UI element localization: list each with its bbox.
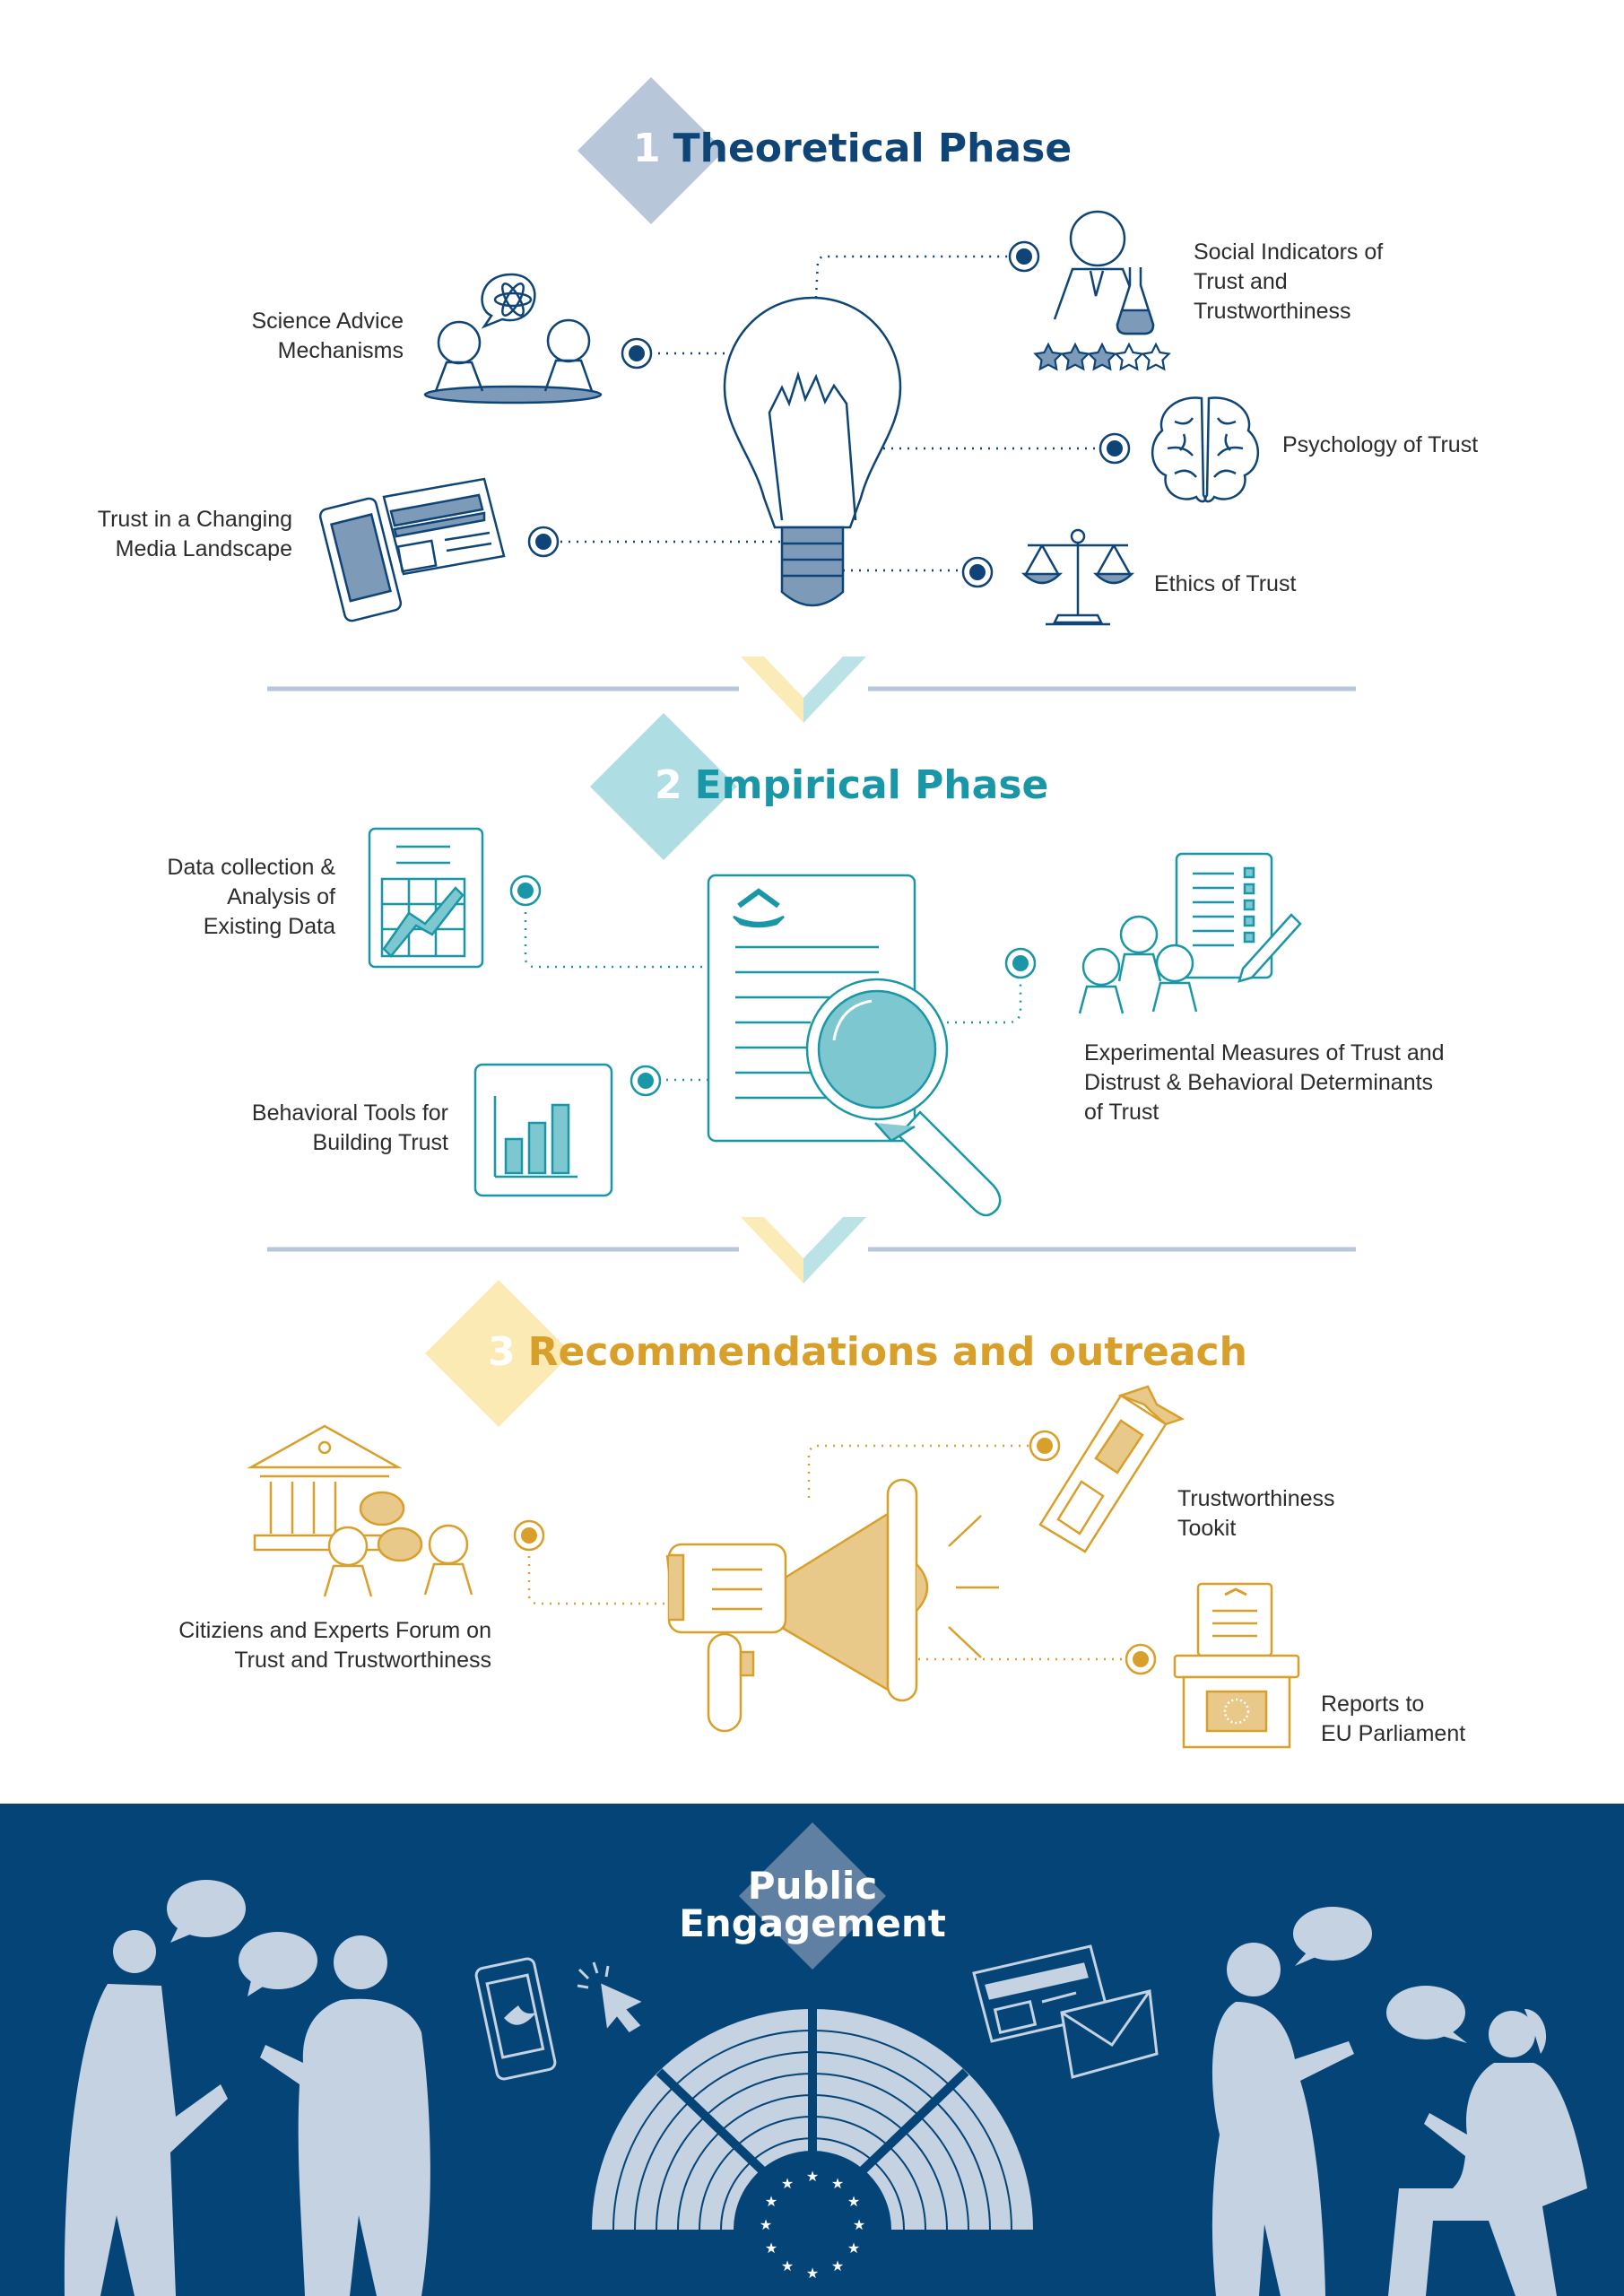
toolkit-icon: [1038, 1385, 1185, 1553]
phase-3-number: 3: [488, 1329, 516, 1375]
megaphone-icon: [665, 1478, 999, 1733]
scientist-rating-icon: [1053, 210, 1155, 335]
svg-text:★: ★: [853, 2216, 865, 2233]
svg-text:★: ★: [847, 2239, 860, 2257]
svg-text:★: ★: [806, 2265, 819, 2282]
public-engagement-title: Public Engagement: [679, 1864, 946, 1945]
lightbulb-icon: [723, 296, 902, 607]
cursor-click-icon: [577, 1961, 642, 2032]
phase-1-item-social-indicators: Social Indicators of Trust and Trustwort…: [1194, 239, 1384, 324]
brain-icon: [1151, 396, 1260, 503]
phase-3-graphics: [247, 1279, 1300, 1749]
phase-1-number: 1: [633, 126, 661, 171]
phone-twitter-icon: [474, 1957, 557, 2081]
phase-3-title-text: Recommendations and outreach: [527, 1329, 1247, 1375]
svg-text:★: ★: [781, 2257, 794, 2274]
ballot-box-icon: [1173, 1582, 1300, 1749]
discussion-icon: [423, 273, 603, 404]
phase-2-connector-dots: [509, 874, 1037, 1097]
phase-2-diamond: [589, 712, 738, 861]
phase-2-number: 2: [655, 762, 682, 808]
phase-1-connector-dots: [527, 240, 1131, 588]
phase-3-item-forum: Citiziens and Experts Forum on Trust and…: [178, 1618, 491, 1673]
document-magnifier-icon: [707, 874, 1002, 1217]
phase-3-connector-dots: [513, 1430, 1157, 1675]
svg-text:★: ★: [847, 2193, 860, 2210]
phase-1-item-psychology: Psychology of Trust: [1282, 432, 1479, 457]
svg-text:★: ★: [806, 2168, 819, 2185]
svg-text:★: ★: [765, 2239, 777, 2257]
svg-text:★: ★: [765, 2193, 777, 2210]
phase-2-title-text: Empirical Phase: [694, 762, 1049, 808]
line-chart-icon: [368, 827, 484, 969]
bar-chart-icon: [473, 1063, 613, 1197]
public-engagement-diamond: [738, 1822, 887, 1970]
separator-1: [267, 657, 1356, 723]
phone-newspaper-icon: [318, 477, 506, 622]
parliament-icon: ★ ★ ★ ★ ★ ★ ★ ★ ★ ★ ★ ★: [592, 2009, 1033, 2282]
phase-2-graphics: [368, 712, 1302, 1217]
phase-1-item-media-landscape: Trust in a Changing Media Landscape: [97, 507, 292, 561]
svg-text:★: ★: [831, 2257, 844, 2274]
separator-2: [267, 1217, 1356, 1283]
svg-text:★: ★: [831, 2175, 844, 2192]
phase-1-item-science-advice: Science Advice Mechanisms: [251, 309, 404, 363]
phase-1-item-ethics: Ethics of Trust: [1154, 571, 1297, 596]
phase-1-title-text: Theoretical Phase: [673, 126, 1073, 171]
phase-2-item-experimental-measures: Experimental Measures of Trust and Distr…: [1084, 1040, 1445, 1125]
svg-text:★: ★: [781, 2175, 794, 2192]
phase-2-item-behavioral-tools: Behavioral Tools for Building Trust: [251, 1100, 448, 1155]
phase-3-item-reports: Reports to EU Parliament: [1321, 1692, 1466, 1746]
people-talking-icon: [64, 1880, 430, 2296]
phase-2-title: 2 Empirical Phase: [655, 762, 1048, 809]
newspaper-mail-icon: [972, 1944, 1159, 2079]
phase-2-item-data-collection: Data collection & Analysis of Existing D…: [167, 855, 335, 939]
phase-1-title: 1 Theoretical Phase: [633, 126, 1072, 172]
institution-people-icon: [247, 1424, 473, 1597]
svg-text:★: ★: [760, 2216, 772, 2233]
people-checklist-icon: [1078, 852, 1302, 1014]
phase-3-item-toolkit: Trustworthiness Tookit: [1177, 1486, 1335, 1541]
people-talking-right-icon: [1211, 1907, 1587, 2296]
rating-stars-icon: [1033, 342, 1171, 371]
scales-icon: [1020, 528, 1135, 626]
